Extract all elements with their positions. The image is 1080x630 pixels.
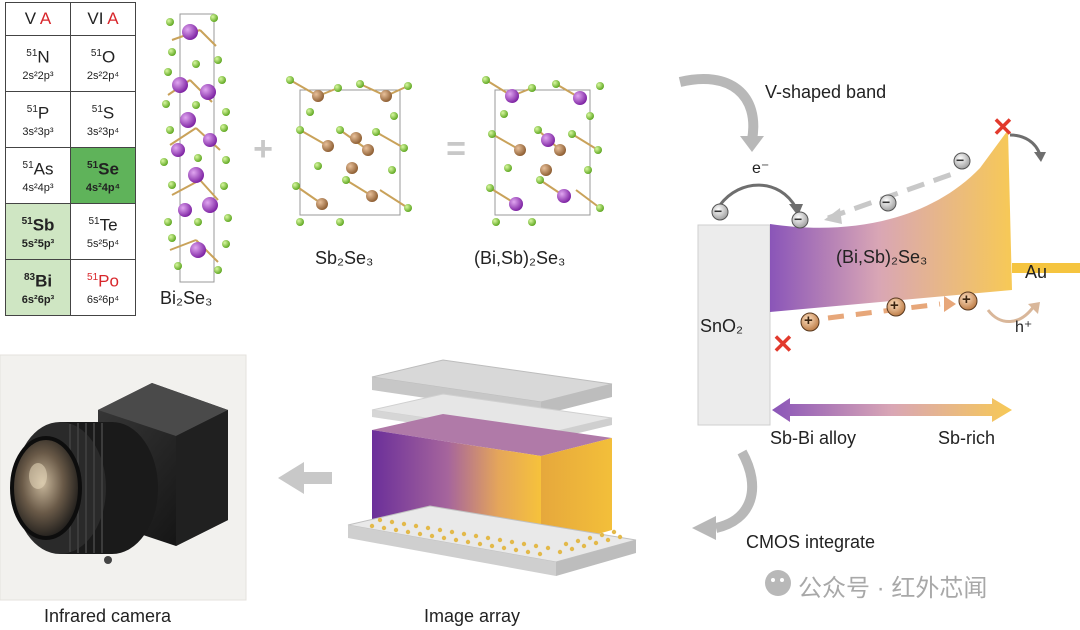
hole-path-arrowhead (944, 296, 956, 312)
bisb2se3-label: (Bi,Sb)₂Se₃ (474, 248, 566, 268)
v-shaped-band-label: V-shaped band (765, 82, 887, 102)
hole-path (827, 301, 941, 321)
plus-sign: + (253, 130, 273, 168)
electron-label: e⁻ (752, 160, 770, 177)
camera-label: Infrared camera (44, 606, 172, 626)
bisb2se3-crystal (482, 76, 604, 226)
absorber-top (372, 414, 612, 456)
infrared-camera-photo (0, 354, 247, 601)
wechat-icon (765, 570, 791, 596)
sb2se3-crystal (286, 76, 412, 226)
bi2se3-crystal (160, 13, 232, 283)
electron-path (827, 169, 959, 221)
image-array-label: Image array (424, 606, 521, 626)
minus-glyph: − (714, 203, 723, 219)
image-array-stack (347, 359, 637, 576)
sb2se3-label: Sb₂Se₃ (315, 248, 374, 268)
electron-hop-arrowhead (789, 204, 803, 216)
plus-glyph: + (804, 312, 813, 329)
cmos-curved-arrowhead (692, 516, 716, 540)
watermark (765, 570, 791, 596)
hole-extract-arrowhead (1028, 302, 1040, 314)
watermark-text: 公众号 · 红外芯闻 (798, 575, 988, 602)
hole-extract-arrow (986, 305, 1036, 323)
equals-sign: = (446, 130, 466, 168)
blocked-electron-x: ✕ (992, 112, 1014, 142)
band-body (770, 130, 1012, 312)
curved-arrowhead (740, 136, 764, 152)
electron-markers (711, 152, 971, 229)
to-camera-arrow (278, 462, 332, 494)
group-roman: VI (87, 9, 104, 28)
group-letter: A (39, 9, 52, 28)
substrate-front (348, 525, 556, 576)
blocked-hole-x: ✕ (772, 329, 794, 359)
band-material-label: (Bi,Sb)₂Se₃ (836, 247, 928, 267)
alloy-right-label: Sb-rich (938, 428, 996, 448)
pixel-bump-array (369, 517, 623, 557)
cmos-curved-arrow (714, 449, 758, 533)
sno2-label: SnO₂ (700, 316, 744, 336)
absorber-side (541, 438, 612, 550)
composition-arrow (772, 398, 1012, 422)
electron-hop-arrow (718, 183, 798, 209)
minus-glyph: − (794, 211, 803, 227)
peak-arrowhead (1034, 152, 1046, 162)
bi2se3-label: Bi₂Se₃ (160, 288, 213, 308)
curved-arrow (678, 74, 759, 141)
minus-glyph: − (956, 152, 965, 168)
au-label: Au (1025, 262, 1048, 282)
plus-glyph: + (890, 297, 899, 314)
group-roman: V (24, 9, 37, 28)
band-diagram (678, 74, 1080, 540)
top-glass-side (541, 384, 612, 415)
cmos-label: CMOS integrate (746, 532, 876, 552)
group-via-header: VI A (70, 2, 136, 36)
substrate-side (556, 540, 636, 576)
sno2-slab (697, 224, 771, 426)
electron-path-arrowhead (824, 208, 842, 224)
peak-arrow (1009, 133, 1042, 156)
au-contact (1012, 263, 1080, 273)
minus-glyph: − (882, 194, 891, 210)
hole-label: h⁺ (1015, 319, 1033, 336)
group-letter: A (107, 9, 119, 28)
plus-glyph: + (962, 291, 971, 308)
group-va-header: V A (5, 2, 71, 36)
hole-markers (800, 291, 978, 332)
alloy-left-label: Sb-Bi alloy (770, 428, 857, 448)
